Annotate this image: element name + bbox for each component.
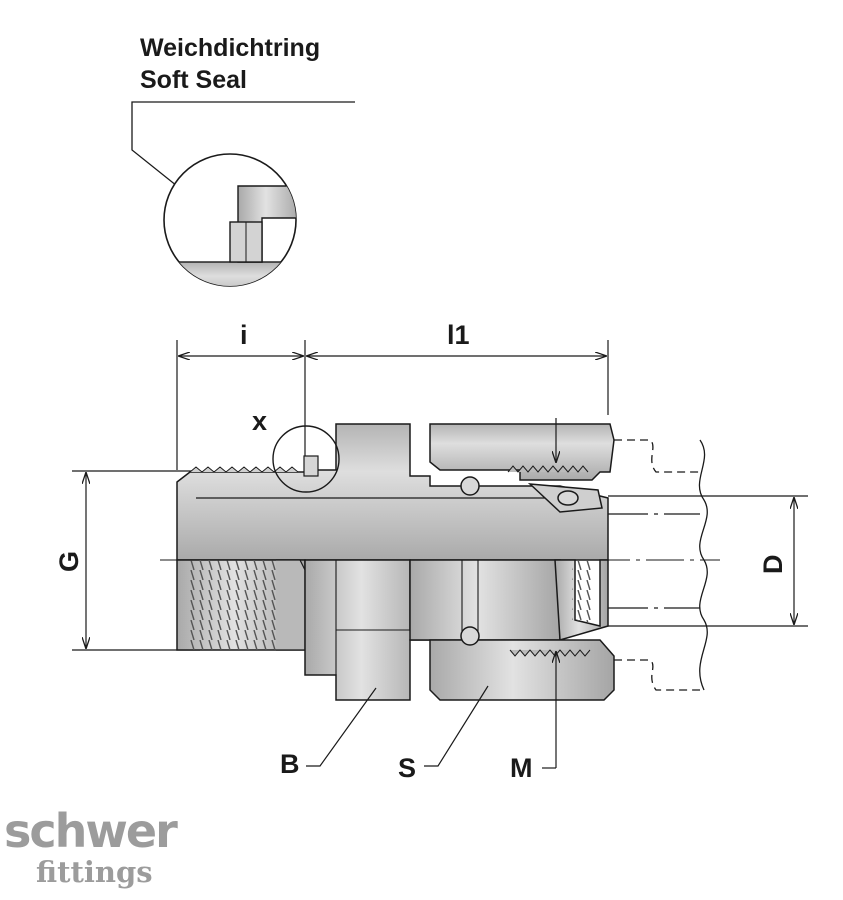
dim-label-G: G xyxy=(54,551,84,572)
label-leaders xyxy=(306,685,489,767)
seal-label-en: Soft Seal xyxy=(140,66,247,94)
detail-label-x: x xyxy=(252,406,267,436)
dim-label-D: D xyxy=(758,555,788,575)
schwer-logo-subtitle: fittings xyxy=(36,855,153,889)
seal-detail-view xyxy=(163,153,297,287)
tube-phantom xyxy=(608,439,708,691)
schwer-logo-wordmark: schwer xyxy=(4,804,178,858)
fitting-exterior xyxy=(176,559,615,701)
label-S: S xyxy=(398,753,416,783)
dim-label-l1: l1 xyxy=(447,320,470,350)
seal-label-de: Weichdichtring xyxy=(140,34,320,62)
dim-M-marker xyxy=(542,418,556,769)
dim-label-i: i xyxy=(240,320,248,350)
label-B: B xyxy=(280,749,300,779)
detail-circle-x xyxy=(272,425,340,493)
fitting-body xyxy=(176,423,615,561)
label-M: M xyxy=(510,753,533,783)
